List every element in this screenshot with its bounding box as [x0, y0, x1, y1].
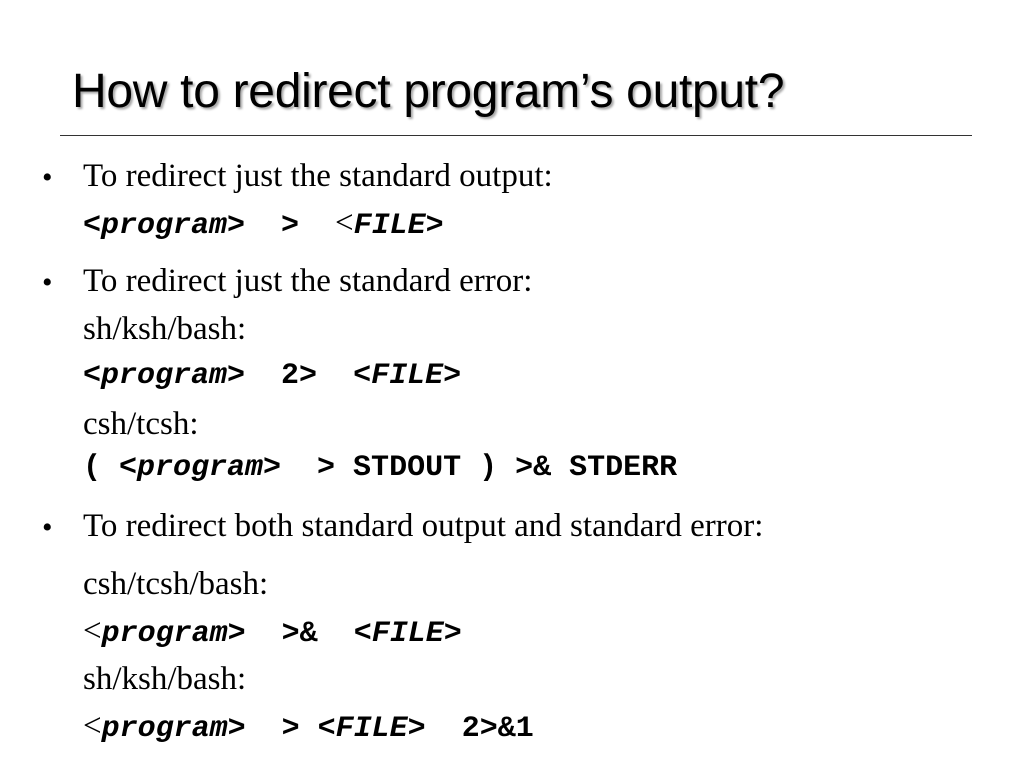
- code-lt: <: [83, 613, 102, 649]
- bullet-2-code-2: ( <program> > STDOUT ) >& STDERR: [83, 448, 677, 488]
- code-operator: > STDOUT ) >& STDERR: [281, 451, 678, 485]
- bullet-2-shell-1: sh/ksh/bash:: [83, 311, 247, 347]
- code-operator: >: [245, 712, 318, 746]
- bullet-2-text: To redirect just the standard error:: [83, 263, 533, 299]
- bullet-3-code-1: <program> >& <FILE>: [83, 611, 462, 654]
- code-operator: >: [245, 209, 336, 243]
- code-lt: <: [83, 708, 102, 744]
- bullet-2-code-1: <program> 2> <FILE>: [83, 356, 461, 396]
- bullet-dot-1: •: [42, 161, 53, 194]
- title-divider: [60, 135, 972, 136]
- bullet-dot-3: •: [42, 511, 53, 544]
- code-lt: <: [335, 205, 354, 241]
- bullet-1-code: <program> > <FILE>: [83, 203, 444, 246]
- code-operator: >&: [245, 617, 354, 651]
- code-file-placeholder: <FILE>: [317, 712, 426, 746]
- code-operator: 2>&1: [425, 712, 534, 746]
- bullet-1-text: To redirect just the standard output:: [83, 158, 553, 194]
- code-file-placeholder: <FILE>: [353, 617, 462, 651]
- bullet-3-text: To redirect both standard output and sta…: [83, 508, 764, 544]
- code-file-placeholder: <FILE>: [353, 359, 462, 393]
- code-program-placeholder: <program>: [83, 209, 246, 243]
- slide-title: How to redirect program’s output?: [72, 65, 785, 118]
- bullet-3-code-2: <program> > <FILE> 2>&1: [83, 706, 534, 749]
- code-program-placeholder: program>: [101, 617, 246, 651]
- bullet-dot-2: •: [42, 266, 53, 299]
- bullet-3-shell-2: sh/ksh/bash:: [83, 661, 247, 697]
- code-operator: 2>: [245, 359, 354, 393]
- code-program-placeholder: <program>: [83, 359, 246, 393]
- code-paren: (: [83, 451, 120, 485]
- code-file-placeholder: FILE>: [353, 209, 444, 243]
- code-program-placeholder: program>: [101, 712, 246, 746]
- code-program-placeholder: <program>: [119, 451, 282, 485]
- bullet-3-shell-1: csh/tcsh/bash:: [83, 566, 269, 602]
- bullet-2-shell-2: csh/tcsh:: [83, 406, 199, 442]
